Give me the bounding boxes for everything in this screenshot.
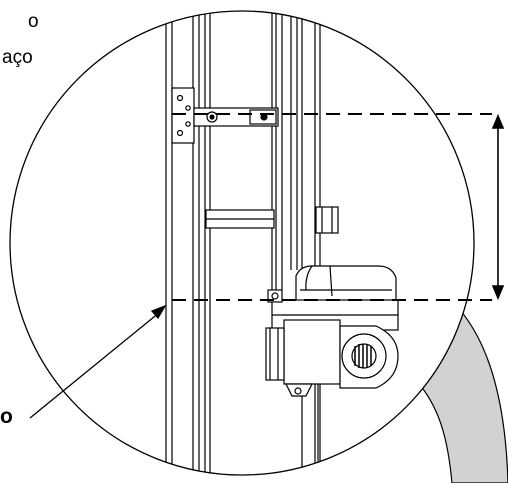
label-top-line-1: o bbox=[28, 11, 39, 32]
magnifier-outline bbox=[9, 10, 475, 476]
wall-bracket bbox=[171, 87, 279, 144]
vertical-rail bbox=[165, 11, 211, 475]
dimension-arrow bbox=[491, 113, 505, 301]
leader-arrow bbox=[29, 304, 167, 419]
dimension-lines bbox=[172, 113, 492, 301]
label-bottom-left: o bbox=[0, 405, 13, 428]
middle-crossbar bbox=[205, 206, 339, 234]
label-top-line-2: aço bbox=[2, 47, 33, 68]
guide-rail bbox=[271, 11, 321, 475]
